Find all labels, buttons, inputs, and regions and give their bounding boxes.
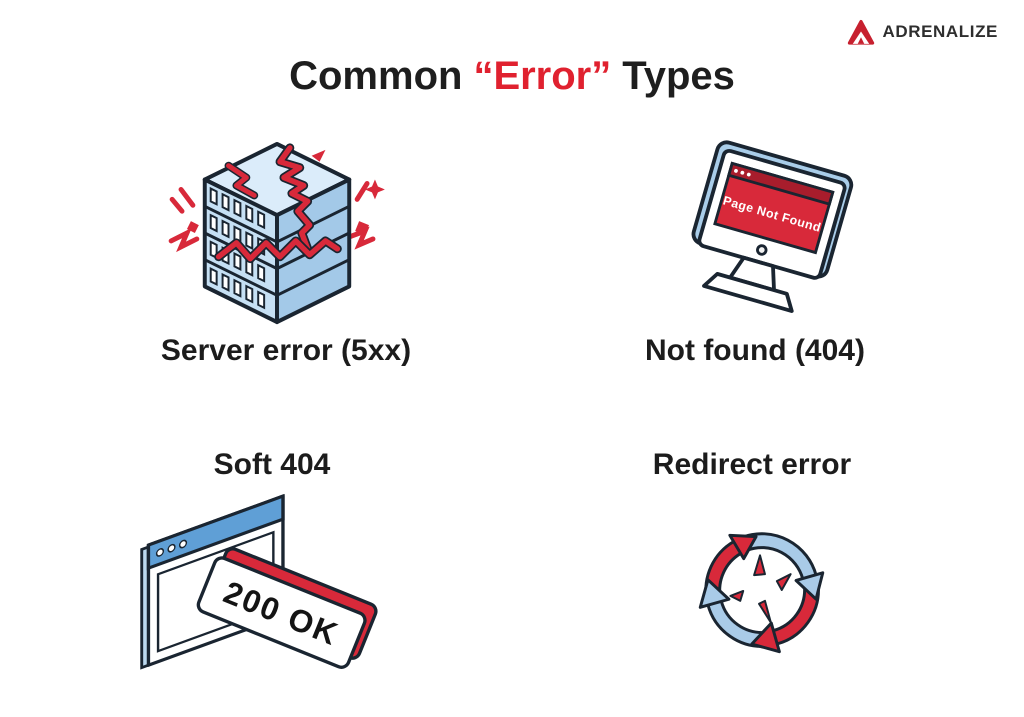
title-prefix: Common: [289, 54, 463, 98]
card-label-server-error: Server error (5xx): [160, 334, 412, 367]
card-label-redirect-error: Redirect error: [652, 448, 852, 481]
page-title: Common “Error” Types: [0, 54, 1024, 99]
adrenalize-mark-icon: [848, 19, 875, 45]
brand-name: ADRENALIZE: [882, 21, 998, 41]
redirect-arrows-icon: [678, 496, 846, 679]
browser-200-ok-icon: 200 OK: [135, 492, 380, 675]
brand-logo: ADRENALIZE: [847, 18, 998, 45]
title-highlight: “Error”: [473, 54, 612, 98]
title-suffix: Types: [622, 54, 735, 98]
card-label-not-found: Not found (404): [645, 334, 865, 367]
broken-server-icon: [163, 138, 391, 326]
card-label-soft-404: Soft 404: [213, 448, 331, 481]
page-not-found-monitor-icon: Page Not Found: [680, 136, 856, 331]
